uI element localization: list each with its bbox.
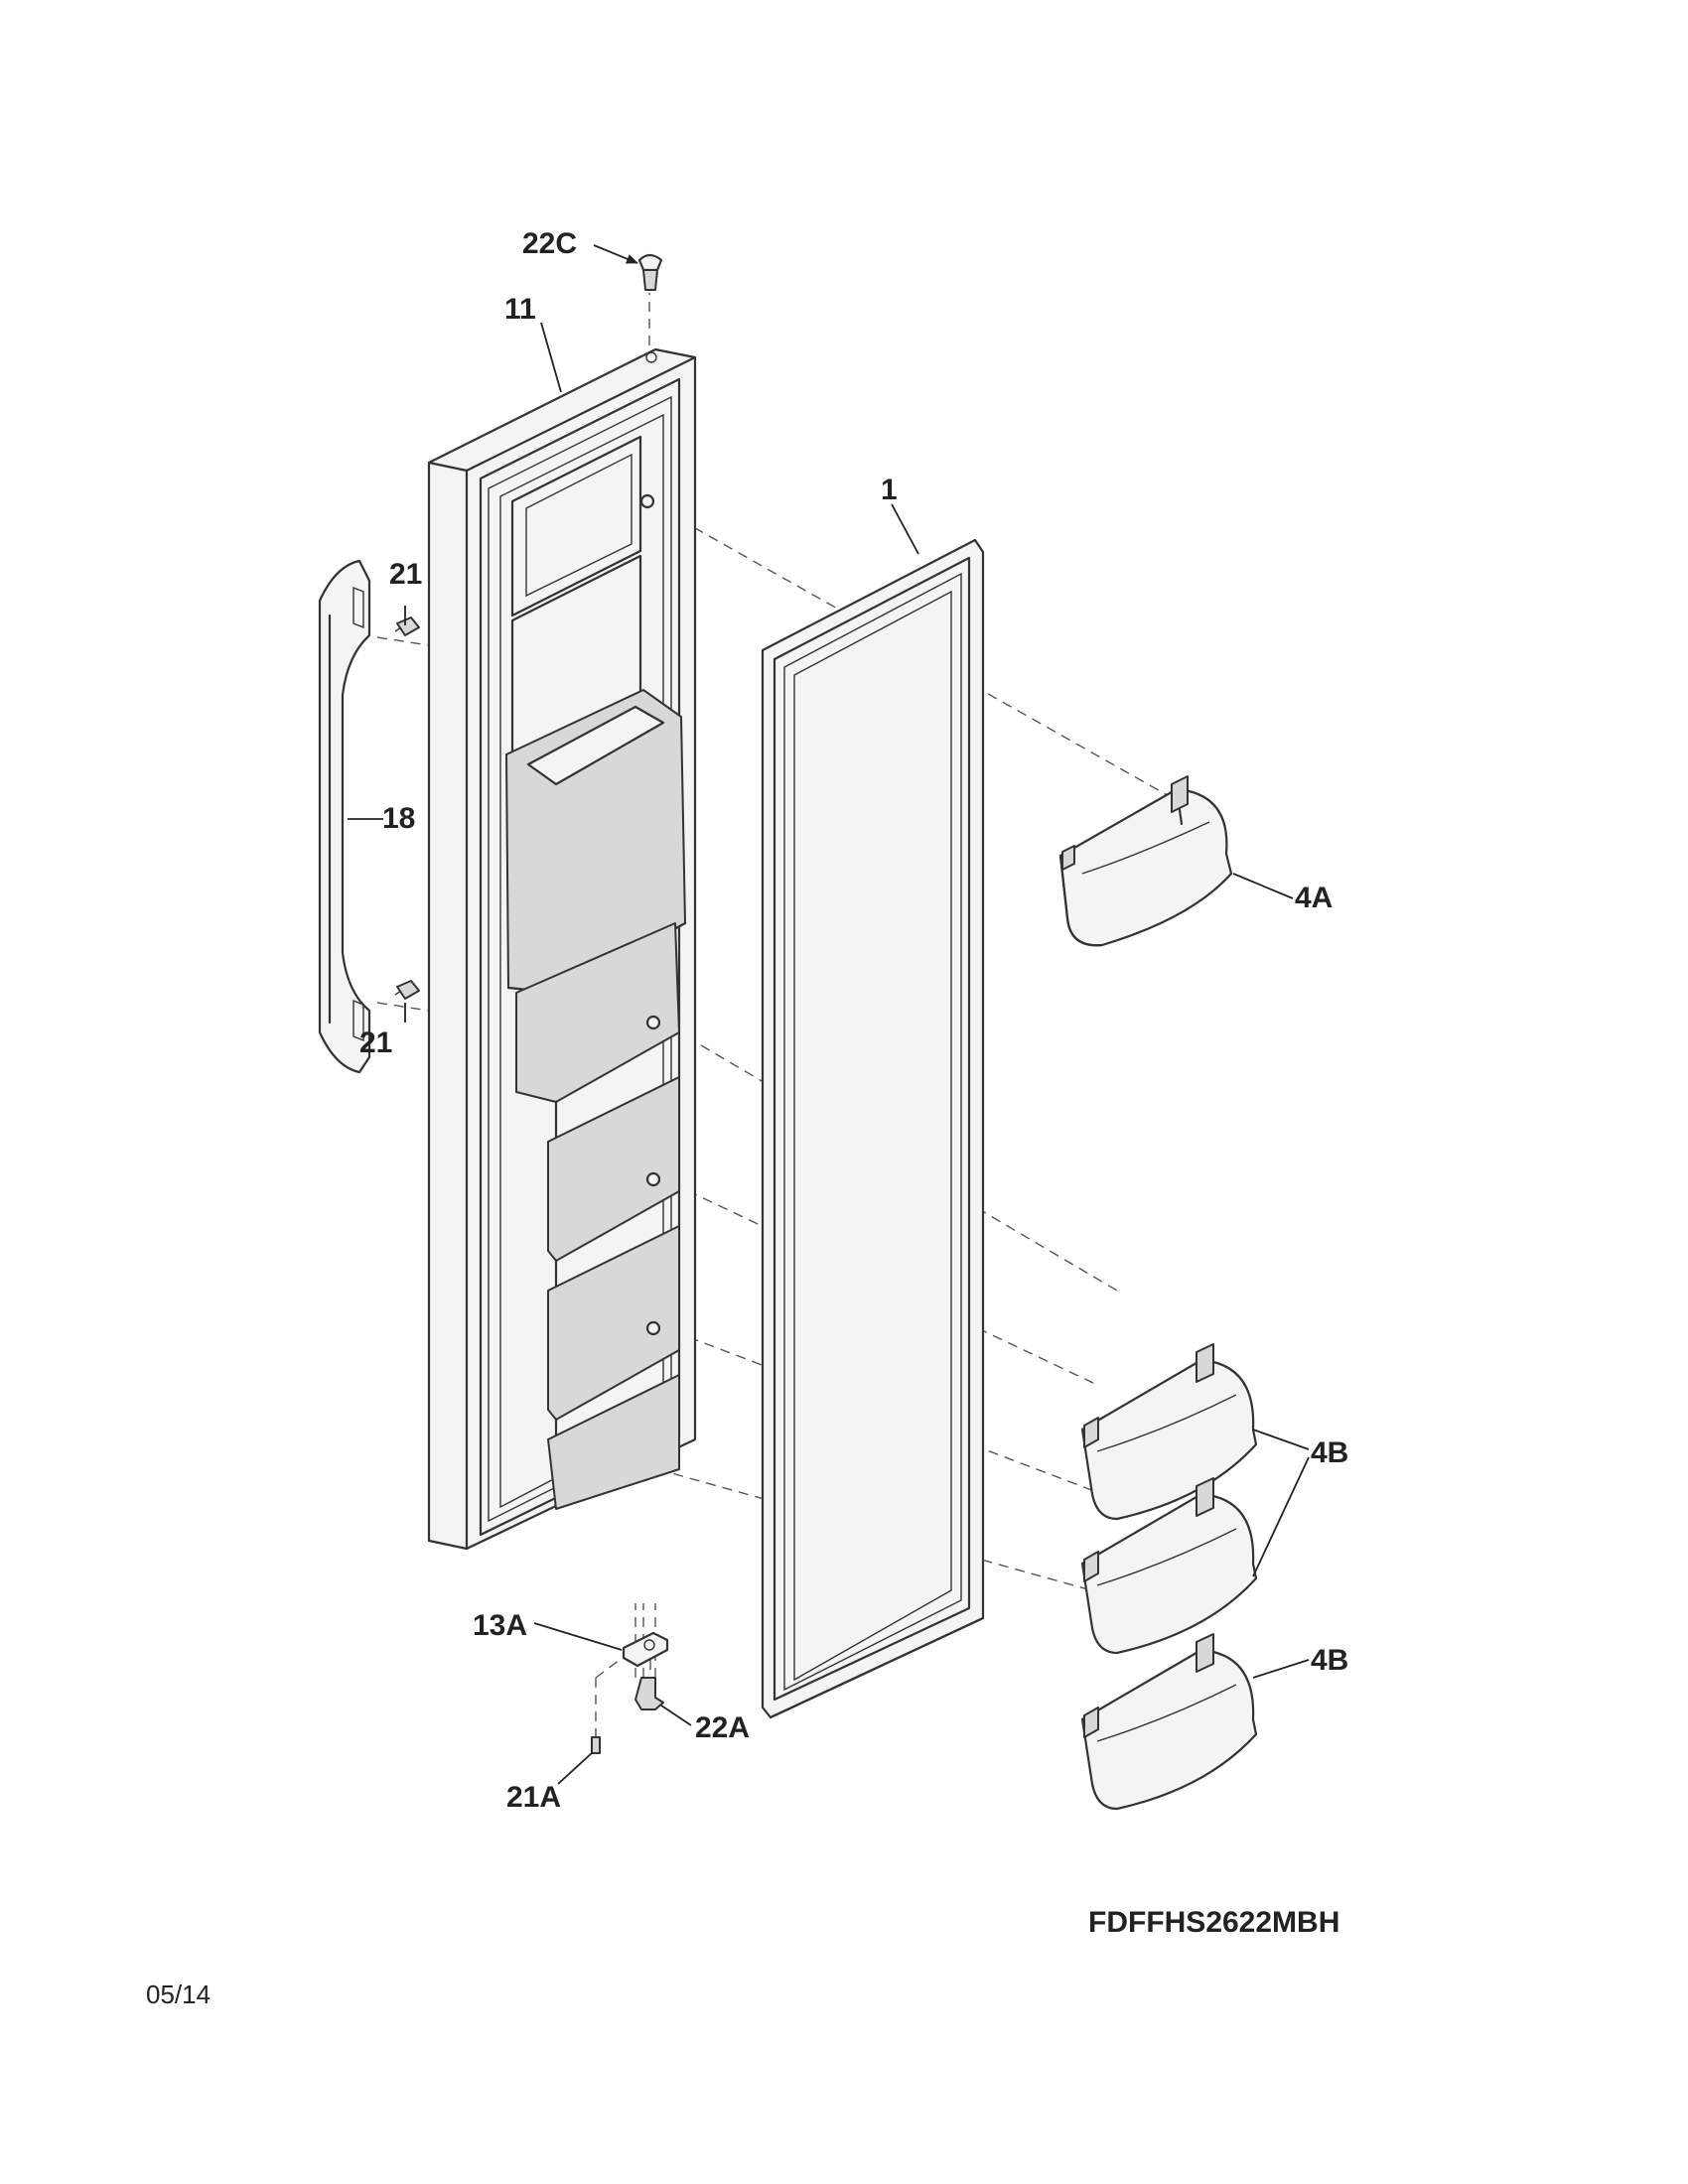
model-number: FDFFHS2622MBH [1088, 1906, 1339, 1939]
handle-screw-top [394, 616, 420, 636]
freezer-door-assembly [427, 347, 697, 1551]
callout-21-bottom: 21 [359, 1026, 392, 1059]
callout-21-top: 21 [389, 558, 422, 591]
door-gasket [761, 538, 985, 1719]
top-hinge-bushing [637, 253, 663, 291]
handle-screw-bottom [394, 980, 420, 1000]
door-handle [318, 559, 371, 1074]
door-bin-4a [1058, 775, 1233, 947]
callout-11: 11 [504, 293, 536, 326]
hinge-screw-21a [591, 1736, 601, 1754]
bottom-hinge-plate [622, 1631, 669, 1668]
callout-18: 18 [382, 802, 415, 835]
callout-22a: 22A [695, 1711, 750, 1744]
callout-21a: 21A [506, 1781, 561, 1814]
door-bin-4b-upper [1080, 1343, 1258, 1521]
date-code: 05/14 [146, 1979, 211, 2009]
bottom-hinge-pin [634, 1677, 664, 1710]
callout-1: 1 [881, 474, 898, 506]
callout-13a: 13A [473, 1609, 527, 1642]
leader-lines [348, 244, 1310, 1785]
door-bin-4b-lower [1080, 1633, 1258, 1811]
callout-4b-single: 4B [1311, 1644, 1348, 1677]
callout-4b-pair: 4B [1311, 1436, 1348, 1469]
door-bin-4b-middle [1080, 1477, 1258, 1655]
callout-4a: 4A [1295, 882, 1333, 914]
callout-22c: 22C [522, 227, 577, 260]
